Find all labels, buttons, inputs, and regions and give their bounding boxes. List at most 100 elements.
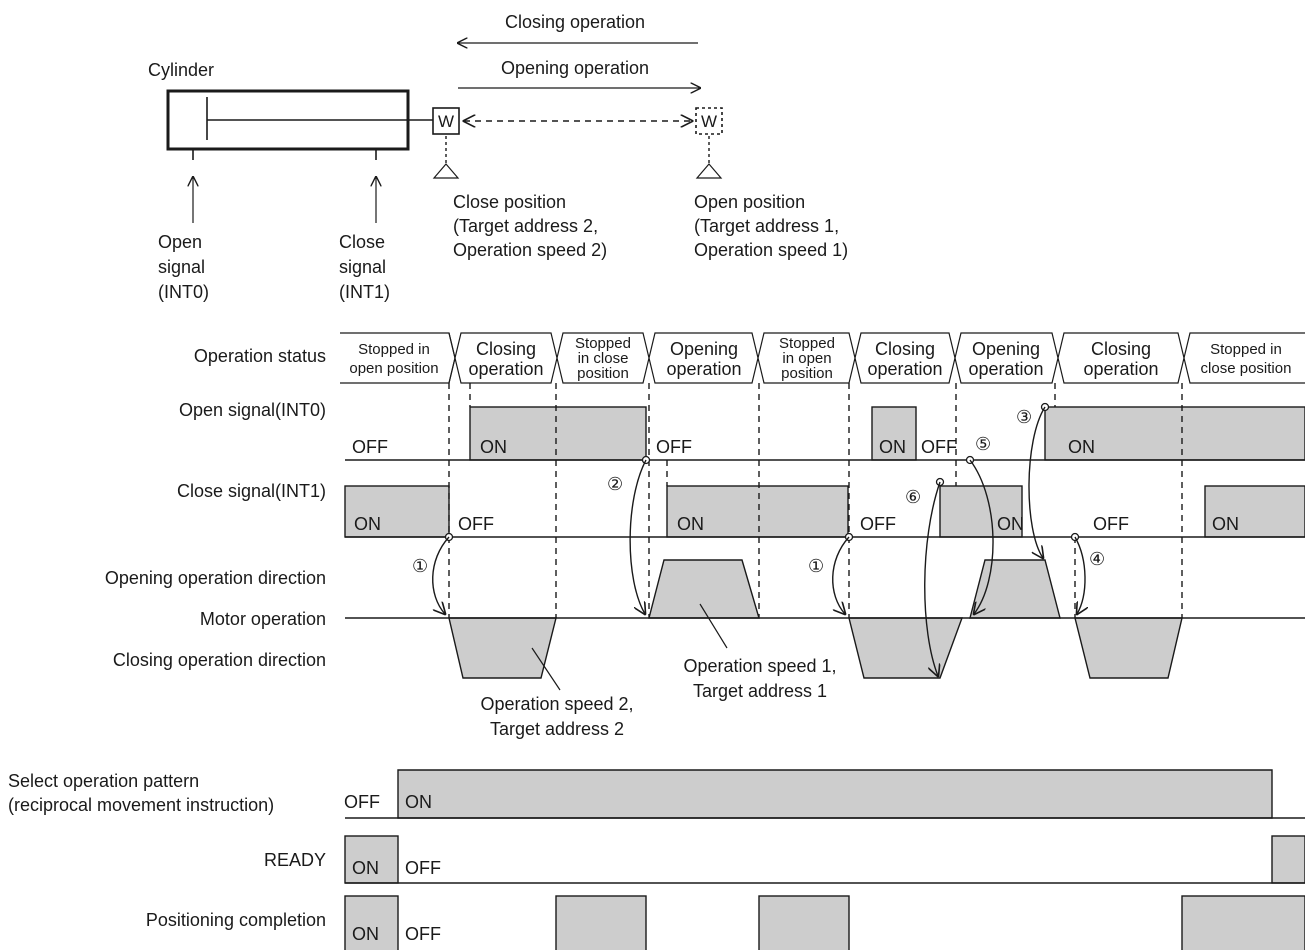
- close-signal-on-4: [1204, 485, 1305, 538]
- row-label-open-signal: Open signal(INT0): [179, 400, 326, 420]
- timing-guides: [448, 383, 1183, 618]
- positioning-completion-row: ON OFF: [344, 895, 1305, 950]
- close-signal-on-3: [939, 485, 1023, 538]
- motor-operation-row: Operation speed 1, Target address 1 Oper…: [345, 559, 1305, 739]
- status-8-line1: Closing: [1091, 339, 1151, 359]
- row-label-select-pattern-2: (reciprocal movement instruction): [8, 795, 274, 815]
- positioning-on-1: [344, 895, 399, 950]
- row-label-opening-direction: Opening operation direction: [105, 568, 326, 588]
- trigger-arrow-7: [924, 481, 941, 676]
- open-signal-on-2: [871, 406, 917, 461]
- trigger-arrow-5: [1074, 536, 1085, 614]
- open-signal-on-label-3: ON: [1068, 437, 1095, 457]
- trigger-arrow-2: [629, 459, 647, 614]
- marker-1b: ①: [808, 556, 824, 576]
- speed2-line2: Target address 2: [490, 719, 624, 739]
- motor-closing-profile-2: [848, 617, 964, 679]
- status-4-line2: operation: [666, 359, 741, 379]
- workpiece-close-label: W: [438, 112, 454, 131]
- trigger-arrows: ① ② ① ③ ④ ⑤ ⑥: [412, 402, 1105, 677]
- workpiece-open-label: W: [701, 112, 717, 131]
- open-position-triangle: [695, 163, 723, 179]
- positioning-off-label: OFF: [405, 924, 441, 944]
- ready-row: ON OFF: [344, 835, 1305, 884]
- open-signal-line3: (INT0): [158, 282, 209, 302]
- row-label-ready: READY: [264, 850, 326, 870]
- trigger-arrow-6: [969, 459, 994, 614]
- trigger-arrow-4: [1028, 406, 1046, 558]
- motor-opening-profile-2: [969, 559, 1061, 619]
- open-signal-on-label-1: ON: [480, 437, 507, 457]
- status-9-line1: Stopped in: [1210, 341, 1282, 358]
- marker-2: ②: [607, 474, 623, 494]
- close-signal-on-label-3: ON: [997, 514, 1024, 534]
- open-position-line1: Open position: [694, 192, 805, 212]
- ready-off-label: OFF: [405, 858, 441, 878]
- workpiece-open: [695, 107, 723, 135]
- row-label-motor-operation: Motor operation: [200, 609, 326, 629]
- open-position-line3: Operation speed 1): [694, 240, 848, 260]
- speed1-leader: [699, 603, 728, 649]
- marker-5: ⑤: [975, 434, 991, 454]
- speed1-line2: Target address 1: [693, 681, 827, 701]
- close-signal-on-label-2: ON: [677, 514, 704, 534]
- motor-opening-profile-1: [648, 559, 760, 619]
- close-signal-off-2: OFF: [860, 514, 896, 534]
- row-label-closing-direction: Closing operation direction: [113, 650, 326, 670]
- open-position-line2: (Target address 1,: [694, 216, 839, 236]
- speed2-leader: [531, 647, 561, 691]
- close-signal-row: ON OFF ON OFF ON OFF ON: [344, 485, 1305, 538]
- select-pattern-on-label: ON: [405, 792, 432, 812]
- row-labels: Operation status Open signal(INT0) Close…: [8, 346, 326, 930]
- open-signal-on-label-2: ON: [879, 437, 906, 457]
- opening-operation-label: Opening operation: [501, 58, 649, 78]
- motor-closing-profile-1: [448, 617, 557, 679]
- close-position-line1: Close position: [453, 192, 566, 212]
- trigger-arrow-3: [832, 536, 850, 614]
- status-5-line1: Stopped: [779, 335, 835, 352]
- status-1-line2: open position: [349, 360, 438, 377]
- row-label-operation-status: Operation status: [194, 346, 326, 366]
- status-7-line2: operation: [968, 359, 1043, 379]
- workpiece-close: [432, 107, 460, 135]
- ready-on-1: [344, 835, 399, 884]
- select-pattern-row: OFF ON: [344, 769, 1305, 819]
- open-signal-off-3: OFF: [921, 437, 957, 457]
- open-signal-line1: Open: [158, 232, 202, 252]
- close-position-line2: (Target address 2,: [453, 216, 598, 236]
- status-6-line1: Closing: [875, 339, 935, 359]
- row-label-positioning-completion: Positioning completion: [146, 910, 326, 930]
- status-4-line1: Opening: [670, 339, 738, 359]
- status-6-line2: operation: [867, 359, 942, 379]
- select-pattern-off-1: OFF: [344, 792, 380, 812]
- close-signal-off-1: OFF: [458, 514, 494, 534]
- close-position-line3: Operation speed 2): [453, 240, 607, 260]
- status-3-line3: position: [577, 365, 629, 382]
- open-signal-on-1: [469, 406, 647, 461]
- speed2-line1: Operation speed 2,: [480, 694, 633, 714]
- close-signal-on-label-4: ON: [1212, 514, 1239, 534]
- positioning-on-label: ON: [352, 924, 379, 944]
- status-3-line2: in close: [578, 350, 629, 367]
- close-signal-line3: (INT1): [339, 282, 390, 302]
- motor-closing-profile-3: [1074, 617, 1183, 679]
- positioning-on-2: [555, 895, 647, 950]
- ready-on-2: [1271, 835, 1305, 884]
- ready-on-label: ON: [352, 858, 379, 878]
- status-5-line3: position: [781, 365, 833, 382]
- marker-3: ③: [1016, 407, 1032, 427]
- operation-status-row: Stopped in open position Closing operati…: [340, 332, 1305, 384]
- marker-4: ④: [1089, 549, 1105, 569]
- close-signal-on-2: [666, 485, 849, 538]
- close-signal-line1: Close: [339, 232, 385, 252]
- status-1-line1: Stopped in: [358, 341, 430, 358]
- status-7-line1: Opening: [972, 339, 1040, 359]
- cylinder-mechanism: Closing operation Opening operation Cyli…: [148, 12, 848, 302]
- row-label-select-pattern-1: Select operation pattern: [8, 771, 199, 791]
- open-signal-line2: signal: [158, 257, 205, 277]
- marker-1a: ①: [412, 556, 428, 576]
- cylinder-label: Cylinder: [148, 60, 214, 80]
- close-signal-on-label-1: ON: [354, 514, 381, 534]
- status-9-line2: close position: [1201, 360, 1292, 377]
